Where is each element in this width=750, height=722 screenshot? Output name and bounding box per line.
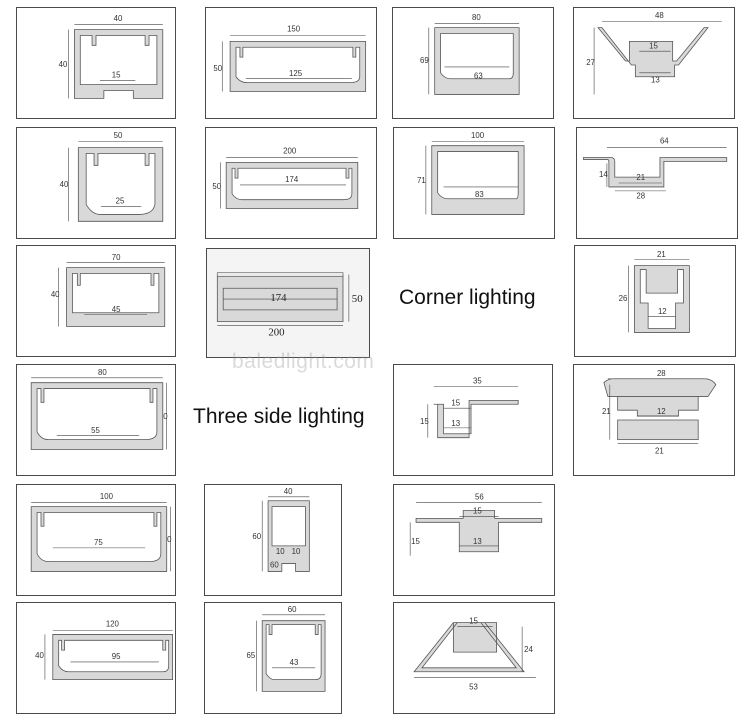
dim-height: 40 (59, 60, 68, 69)
dim-height: 40 (35, 651, 44, 660)
dim-height: 27 (586, 58, 595, 67)
dim-inner: 55 (91, 426, 100, 435)
profile-40x40: 40 40 15 (16, 7, 176, 119)
dim-height: 24 (524, 645, 533, 654)
dim-a: 12 (658, 307, 667, 316)
dim-width: 200 (268, 326, 284, 338)
dim-inner: 45 (112, 305, 121, 314)
dim-width: 120 (106, 620, 120, 629)
dim-a: 15 (451, 398, 460, 407)
dim-width: 40 (114, 14, 123, 23)
dim-c: 60 (270, 561, 279, 570)
corner-lighting-label: Corner lighting (399, 286, 536, 309)
dim-width: 35 (473, 377, 482, 386)
dim-width: 64 (660, 137, 669, 146)
dim-width: 50 (114, 131, 123, 140)
dim-b: 21 (655, 446, 664, 455)
dim-height: 21 (602, 407, 611, 416)
dim-height: 15 (411, 537, 420, 546)
dim-width: 100 (100, 492, 114, 501)
dim-height: 26 (619, 294, 628, 303)
three-side-lighting-label: Three side lighting (193, 405, 365, 428)
dim-inner: 25 (116, 197, 125, 206)
dim-width: 70 (112, 253, 121, 262)
watermark: baledlight.com (232, 350, 375, 373)
dim-width: 80 (98, 368, 107, 377)
dim-width: 53 (469, 682, 478, 691)
dim-width: 80 (472, 13, 481, 22)
profile-recess-48: 48 15 13 27 (573, 7, 735, 119)
dim-height: 40 (51, 290, 60, 299)
dim-height: 60 (252, 532, 261, 541)
dim-a: 21 (636, 173, 645, 182)
dim-height: 40 (60, 180, 69, 189)
dim-height: 50 (213, 64, 222, 73)
dim-inner: 174 (285, 175, 299, 184)
profile-80x40: 80 40 55 (16, 364, 176, 476)
dim-a: 12 (657, 407, 666, 416)
dim-inner: 125 (289, 69, 303, 78)
dim-height: 71 (417, 176, 426, 185)
dim-inner: 83 (475, 190, 484, 199)
dim-b: 10 (292, 547, 301, 556)
dim-inner: 63 (474, 72, 483, 81)
dim-inner: 15 (112, 71, 121, 80)
dim-width: 60 (288, 605, 297, 614)
dim-inner: 95 (112, 652, 121, 661)
dim-inner: 75 (94, 538, 103, 547)
dim-width: 28 (657, 369, 666, 378)
profile-60x65: 60 65 43 (204, 602, 342, 714)
profile-100x40: 100 40 75 (16, 484, 176, 596)
profile-corner-53: 15 24 53 (393, 602, 555, 714)
dim-a: 10 (276, 547, 285, 556)
dim-width: 48 (655, 11, 664, 20)
dim-width: 40 (284, 487, 293, 496)
dim-height: 40 (159, 412, 168, 421)
dim-a: 15 (469, 617, 478, 626)
dim-a: 15 (649, 41, 658, 50)
profile-100x71: 100 71 83 (393, 127, 555, 239)
profile-50x40: 50 40 25 (16, 127, 176, 239)
dim-b: 28 (636, 192, 645, 201)
dim-width: 21 (657, 250, 666, 259)
profile-120x40: 120 40 95 (16, 602, 176, 714)
dim-b: 13 (451, 419, 460, 428)
profile-70x40: 70 40 45 (16, 245, 176, 357)
dim-a: 15 (473, 506, 482, 515)
dim-b: 13 (473, 537, 482, 546)
dim-height: 50 (352, 293, 363, 305)
dim-height: 65 (246, 651, 255, 660)
dim-height: 15 (420, 417, 429, 426)
dim-height: 69 (420, 56, 429, 65)
profile-recess-35: 35 15 13 15 (393, 364, 553, 476)
profile-wide-28: 28 12 21 21 (573, 364, 735, 476)
dim-height: 14 (599, 170, 608, 179)
dim-width: 100 (471, 131, 485, 140)
profile-80x69: 80 69 63 (392, 7, 554, 119)
dim-width: 56 (475, 493, 484, 502)
profile-200x50-b: 174 200 50 (206, 248, 370, 358)
dim-inner: 43 (290, 658, 299, 667)
profile-narrow-21: 21 12 26 (574, 245, 736, 357)
profile-recess-56: 56 15 13 15 (393, 484, 555, 596)
profile-recess-64: 64 21 28 14 (576, 127, 738, 239)
profile-150x50: 150 50 125 (205, 7, 377, 119)
dim-height: 40 (163, 535, 172, 544)
profile-200x50-a: 200 50 174 (205, 127, 377, 239)
dim-inner: 174 (270, 292, 287, 304)
dim-height: 50 (212, 182, 221, 191)
profile-40x60: 40 60 10 10 60 (204, 484, 342, 596)
dim-width: 200 (283, 147, 297, 156)
dim-width: 150 (287, 25, 301, 34)
dim-b: 13 (651, 76, 660, 85)
